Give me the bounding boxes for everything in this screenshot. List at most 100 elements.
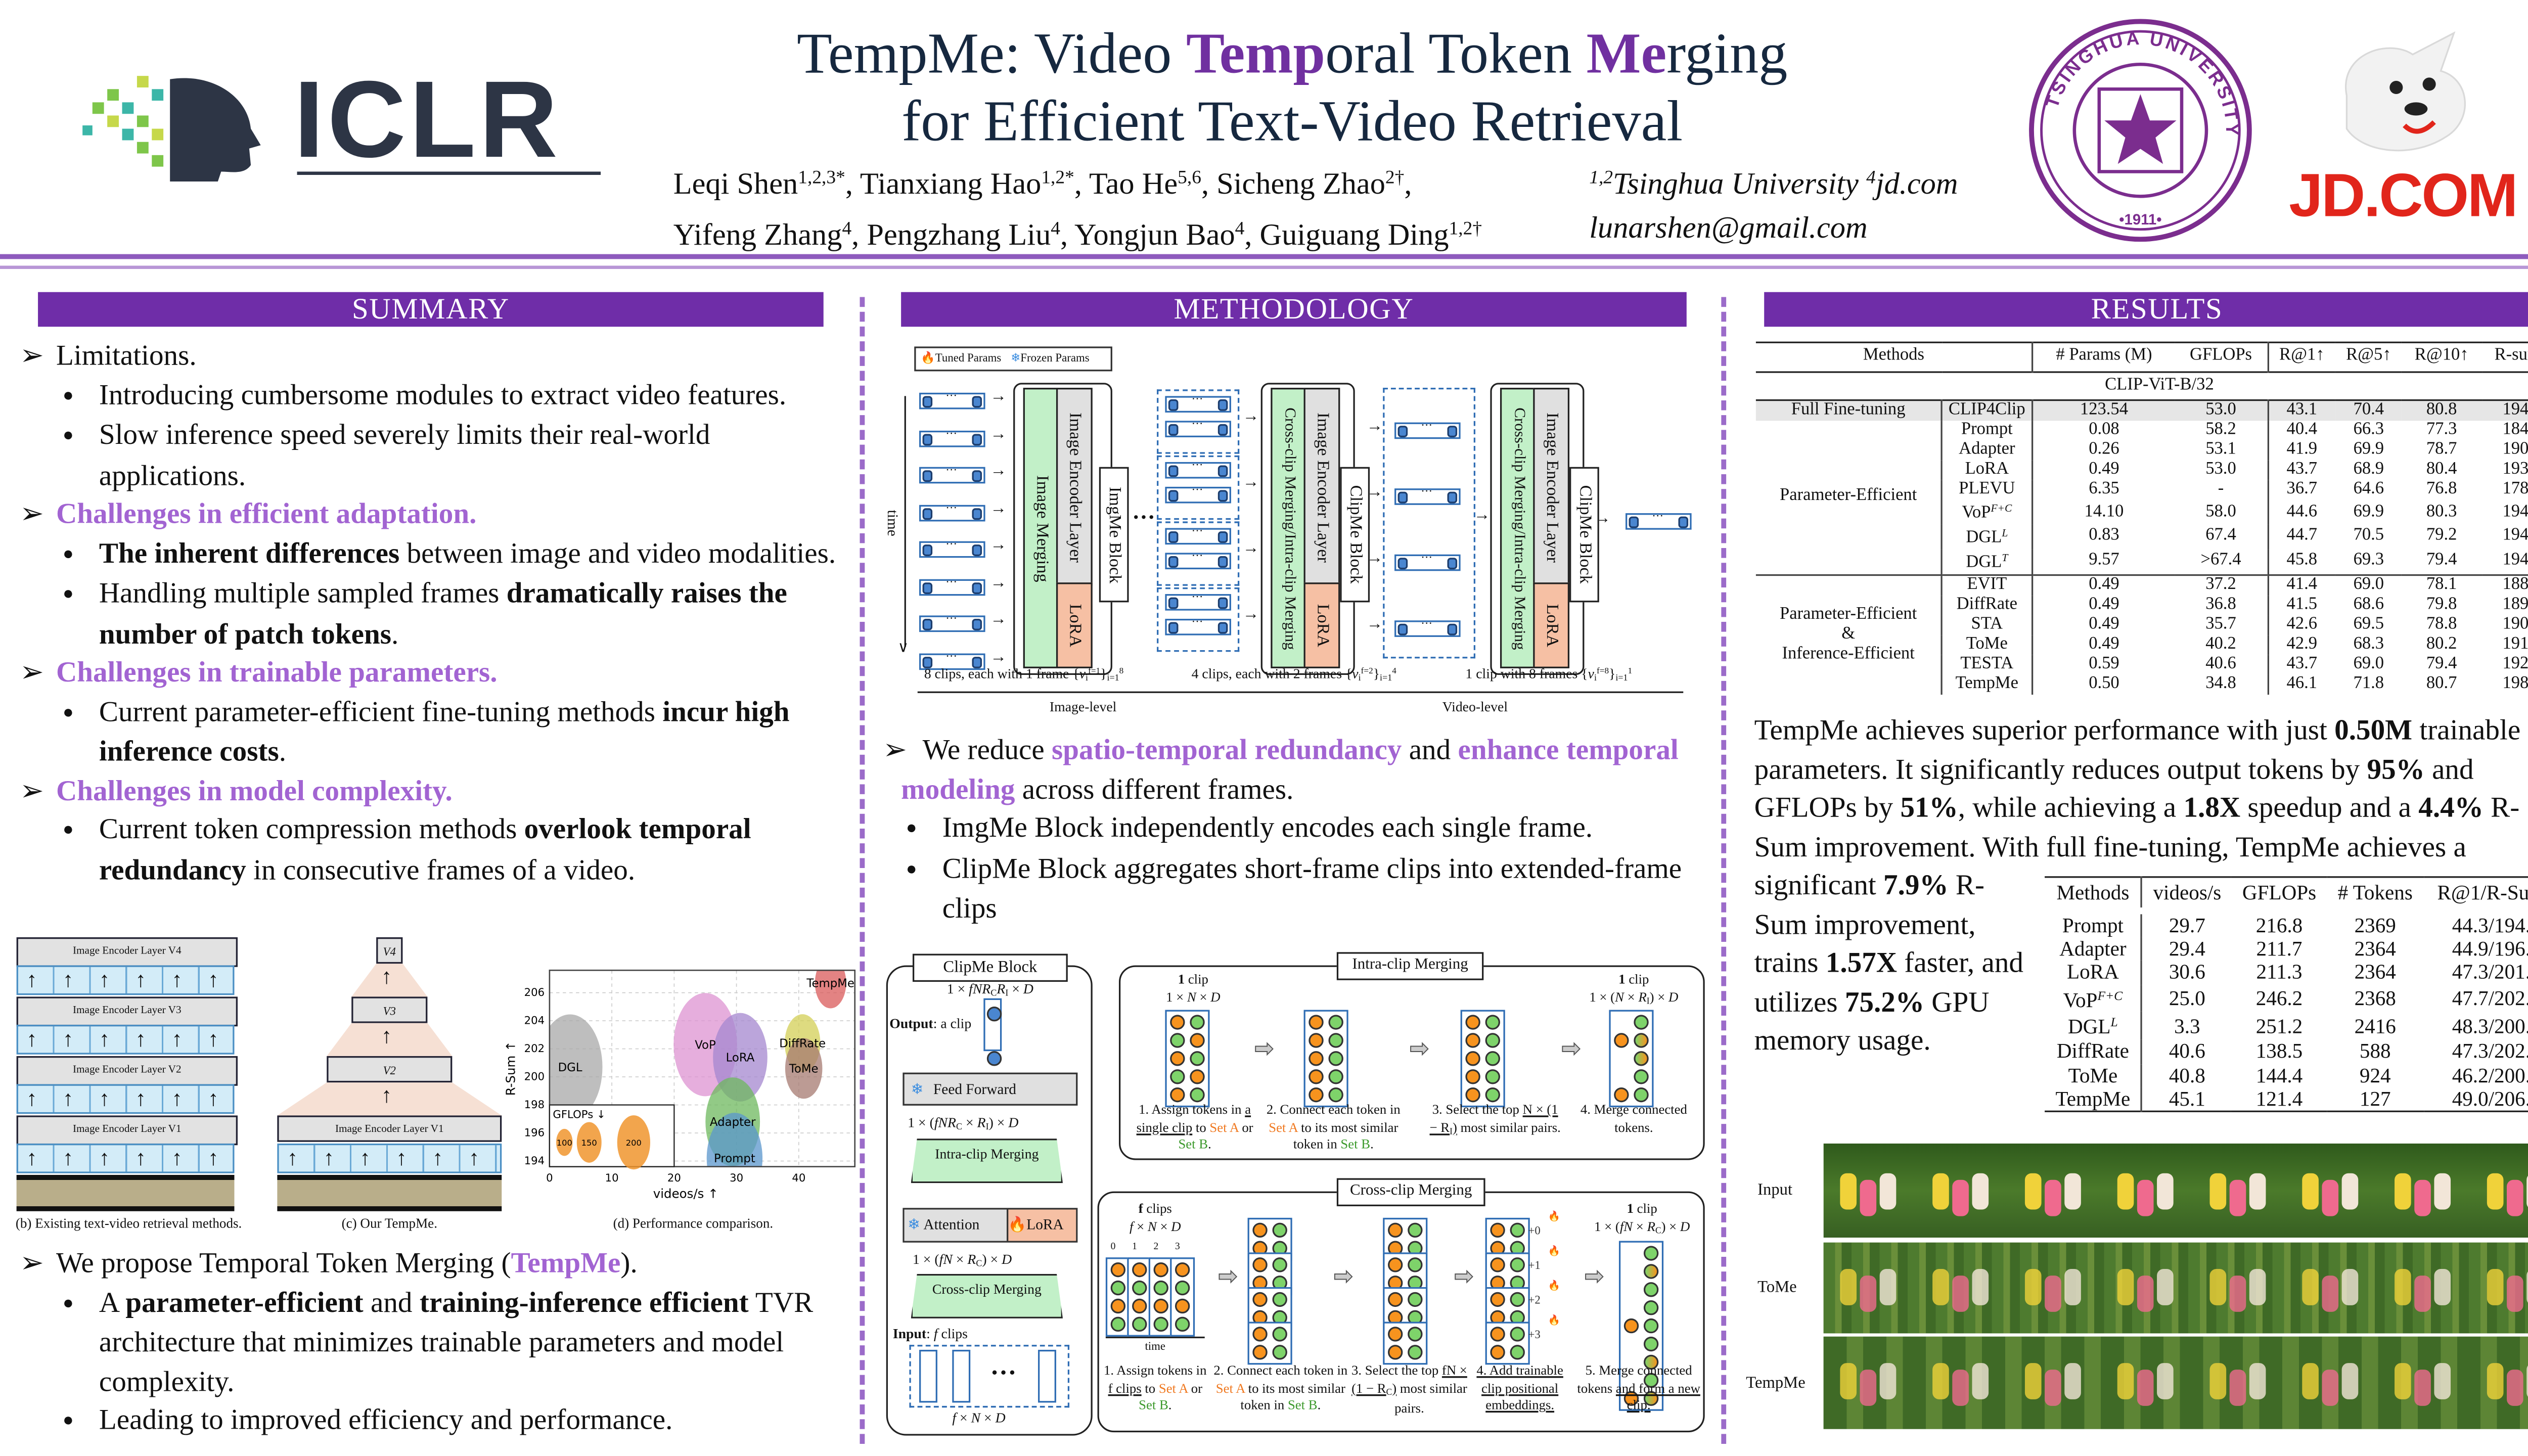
character-shape [2434,1269,2451,1305]
input-label: Input: f clips [893,1325,968,1342]
token-icon [1510,1222,1525,1238]
emphasis-text: fNR [969,980,991,997]
token-icon [1485,1069,1500,1084]
character-shape [2395,1269,2411,1305]
table-cell: 47.7/202.3 [2452,986,2528,1010]
up-arrow-icon: ↑ [99,1145,110,1170]
character-shape [1972,1269,1989,1305]
table-cell: 190.2 [2502,441,2528,460]
group-label: Parameter-Efficient [1755,421,1943,575]
method-name: Prompt [2045,910,2143,937]
encoder-layer: V3 [351,996,428,1023]
character-shape [1952,1276,1969,1312]
video-level-label: Video-level [1442,698,1508,715]
text-run: clips [1143,1201,1172,1216]
text-run: 1. Assign tokens in [1104,1363,1207,1378]
jd-logo: JD.COM [2286,30,2528,236]
table-cell: 0.08 [2089,421,2119,439]
method-name: VoPF+C [1942,500,2034,525]
text-run: clip [1625,972,1649,987]
token-icon [1614,1087,1629,1103]
text-run: } [1100,665,1107,682]
text-run: 1 × [1166,990,1187,1005]
text-run: R-Sum improvement, trains [1754,868,1984,979]
frame-figures [2395,1262,2457,1312]
text-run: Yifeng Zhang [673,220,842,254]
emphasis-text: N [1615,990,1624,1005]
emphasis-text: Set A [1209,1119,1239,1134]
table-cell: 127 [2359,1087,2391,1111]
character-shape [2137,1179,2154,1216]
cross-clip-column [1170,1257,1195,1337]
intra-shape: 1 × (fNRC × RI) × D [908,1114,1018,1132]
table-cell: 123.54 [2080,401,2129,420]
character-shape [2487,1269,2504,1305]
token-icon [1510,1327,1525,1342]
cross-time-label: time [1145,1340,1166,1353]
gray-arrow-icon: ➡ [1561,1038,1581,1063]
size-legend-bubble [617,1115,651,1170]
table-cell: 2369 [2354,913,2396,937]
emphasis-text: Set B [1139,1397,1168,1413]
text-run: 4. Merge connected tokens. [1580,1102,1687,1134]
table-cell: 188.5 [2502,575,2528,594]
video-frames-strip [277,1174,502,1211]
right-arrow-icon: → [1242,473,1259,492]
snowflake-icon: ❄ [1011,351,1021,365]
table-cell: 45.1 [2169,1087,2205,1111]
bullet-item: A parameter-efficient and training-infer… [20,1283,862,1401]
text-run: TVR architecture that minimizes trainabl… [99,1285,814,1397]
emphasis-text: C [990,989,997,999]
token-row-icon: ··· [919,389,985,410]
text-run: and GFLOPs by [1754,751,2474,824]
up-arrow-icon: ↑ [63,1145,74,1170]
character-shape [2414,1276,2431,1312]
column-header: R-sum↑ [2494,347,2528,366]
character-shape [2526,1363,2528,1399]
bottom-rule [2045,1112,2528,1115]
token-icon [1328,1069,1343,1084]
clip-group-dashed [1157,455,1240,520]
text-run: , Yongjun Bao [1060,220,1235,254]
table-cell: 68.6 [2353,595,2384,614]
right-arrow-icon: → [990,499,1007,518]
methodology-text: ➢We reduce spatio-temporal redundancy an… [883,731,1691,928]
method-name: PLEVU [1942,481,2034,501]
character-shape [2209,1363,2227,1399]
legend-tuned: Tuned Params [935,351,1002,365]
table-cell: 58.2 [2205,421,2236,439]
character-shape [2229,1179,2246,1216]
token-column [1109,1261,1127,1334]
token-icon [1252,1222,1268,1238]
token-icon [1132,1280,1147,1296]
summary-body: ➢Limitations. Introducing cumbersome mod… [20,337,862,889]
token-icon [1190,1051,1205,1066]
right-arrow-icon: → [990,573,1007,592]
emphasis-text: f [1130,1219,1134,1235]
token-arrow-band: ↑↑↑↑↑↑ [16,1024,235,1055]
challenge-heading: ➢Challenges in trainable parameters. [20,654,862,693]
y-axis-label: R-Sum ↑ [503,1041,518,1096]
table-cell: 43.1 [2267,400,2336,421]
method-name: Adapter [2045,937,2143,961]
column-divider [860,297,865,1444]
table-cell: 3.3 [2174,1014,2200,1037]
token-icon [1153,1298,1168,1314]
character-shape [2229,1276,2246,1312]
emphasis-text: a single clip [1136,1102,1251,1134]
emphasis-text: Me [1586,21,1667,86]
emphasis-text: and form a new clip. [1615,1380,1700,1413]
text-run: 1. Assign tokens in [1139,1102,1245,1117]
token-row-icon: ··· [1165,459,1231,479]
token-icon [1643,1391,1659,1406]
emphasis-text: C [1386,1387,1392,1398]
table-cell: 144.4 [2255,1063,2303,1087]
table-cell: 184.0 [2502,421,2528,439]
column-header: GFLOPs [2190,347,2252,366]
emphasis-text: Input [892,1325,927,1342]
emphasis-text: 1,2* [1041,168,1074,189]
token-column [1642,1244,1660,1407]
